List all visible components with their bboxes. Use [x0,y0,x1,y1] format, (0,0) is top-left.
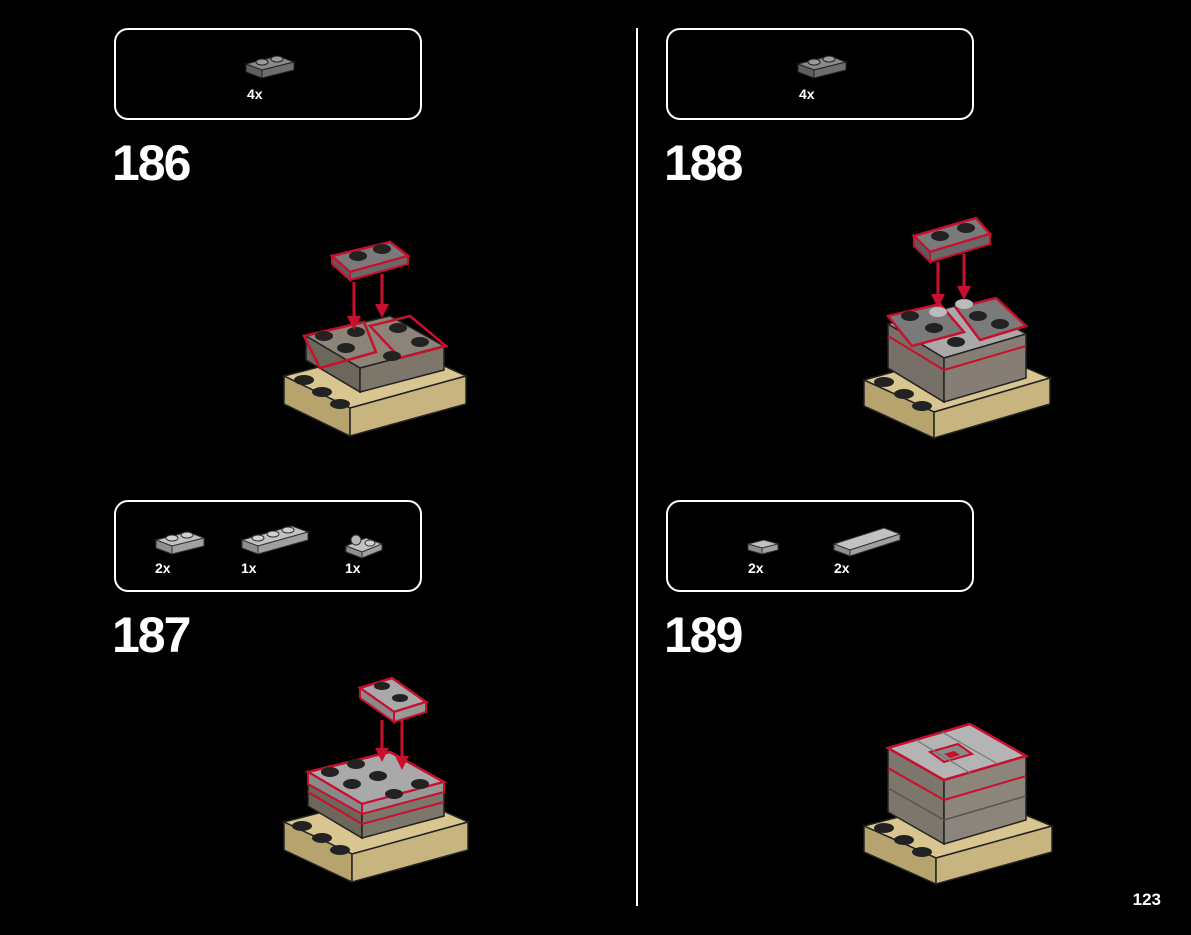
plate-1x2-dark-gray-icon [244,52,296,82]
plate-1x3-light-gray-icon [240,522,310,556]
part-quantity: 4x [799,86,815,102]
step-number-188: 188 [664,135,743,191]
build-model-step-187 [280,672,480,887]
plate-1x2-light-gray-icon [154,528,206,558]
page-divider [636,28,638,906]
build-model-step-186 [280,236,480,441]
part-quantity: 2x [155,560,171,576]
step-number-187: 187 [112,607,191,663]
part-quantity: 1x [345,560,361,576]
plate-1x2-dark-gray-icon [796,52,848,82]
parts-callout-187: 2x 1x 1x [114,500,422,592]
build-model-step-189 [860,716,1060,891]
part-quantity: 2x [748,560,764,576]
parts-callout-188: 4x [666,28,974,120]
step-number-186: 186 [112,135,191,191]
parts-callout-186: 4x [114,28,422,120]
tile-1x1-light-gray-icon [746,536,780,558]
plate-rotation-joint-light-gray-icon [342,530,386,560]
part-quantity: 1x [241,560,257,576]
parts-callout-189: 2x 2x [666,500,974,592]
part-quantity: 4x [247,86,263,102]
build-model-step-188 [860,212,1060,442]
page-number: 123 [1132,890,1161,909]
step-number-189: 189 [664,607,743,663]
tile-1x4-light-gray-icon [832,524,902,558]
part-quantity: 2x [834,560,850,576]
